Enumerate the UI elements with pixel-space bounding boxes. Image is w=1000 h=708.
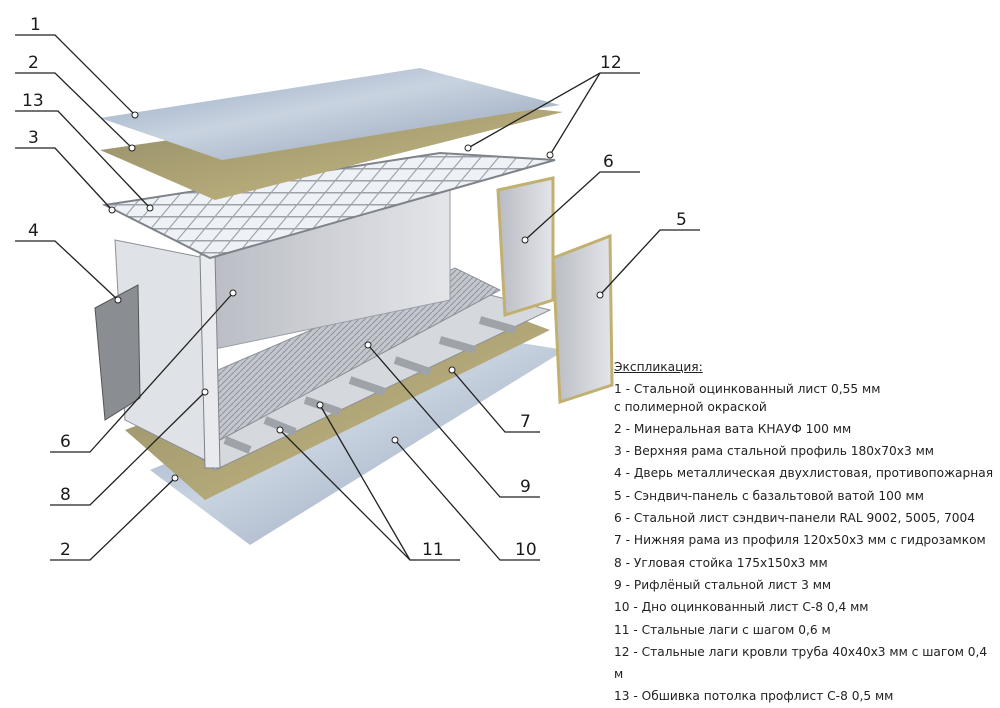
- legend-item: 3 - Верхняя рама стальной профиль 180х70…: [614, 444, 934, 459]
- callout-8: 8: [60, 485, 71, 505]
- legend-item: 1 - Стальной оцинкованный лист 0,55 мм: [614, 382, 881, 397]
- legend-item: 5 - Сэндвич-панель с базальтовой ватой 1…: [614, 488, 924, 503]
- legend-title: Экспликация:: [614, 360, 703, 374]
- legend-item: 7 - Нижняя рама из профиля 120х50х3 мм с…: [614, 533, 986, 548]
- legend-item: 12 - Стальные лаги кровли труба 40х40х3 …: [614, 644, 988, 682]
- door-leaf: [94, 284, 141, 421]
- legend-item: с полимерной окраской: [614, 399, 767, 414]
- leader-dots: [108, 111, 604, 482]
- sandwich-panel-side: [496, 176, 555, 318]
- callout-6-right: 6: [603, 152, 614, 172]
- legend-item: 13 - Обшивка потолка профлист С-8 0,5 мм: [614, 689, 894, 704]
- callout-11: 11: [422, 540, 444, 560]
- callout-6-left: 6: [60, 432, 71, 452]
- roof-galvanized-sheet: [100, 68, 560, 160]
- callout-2-top: 2: [28, 53, 39, 73]
- callout-4: 4: [28, 221, 39, 241]
- legend-item: 4 - Дверь металлическая двухлистовая, пр…: [614, 466, 994, 481]
- callout-7: 7: [520, 412, 531, 432]
- legend-item: 11 - Стальные лаги с шагом 0,6 м: [614, 622, 831, 637]
- legend-item: 6 - Стальной лист сэндвич-панели RAL 900…: [614, 511, 976, 526]
- callout-3: 3: [28, 128, 39, 148]
- callout-1: 1: [30, 15, 41, 35]
- callout-13: 13: [22, 91, 44, 111]
- callout-2-bottom: 2: [60, 540, 71, 560]
- bottom-galvanized-sheet: [150, 335, 565, 545]
- legend-item: 2 - Минеральная вата КНАУФ 100 мм: [614, 421, 852, 436]
- top-insulation: [100, 100, 563, 200]
- leader-lines: [15, 34, 700, 561]
- legend-item: 8 - Угловая стойка 175х150х3 мм: [614, 555, 828, 570]
- legend: Экспликация: 1 - Стальной оцинкованный л…: [614, 356, 1000, 708]
- callout-9: 9: [520, 477, 531, 497]
- legend-item: 9 - Рифлёный стальной лист 3 мм: [614, 577, 832, 592]
- callout-5: 5: [676, 210, 687, 230]
- legend-item: 10 - Дно оцинкованный лист С-8 0,4 мм: [614, 600, 869, 615]
- callout-10: 10: [515, 540, 537, 560]
- sandwich-panel: [551, 233, 614, 405]
- callout-12: 12: [600, 53, 622, 73]
